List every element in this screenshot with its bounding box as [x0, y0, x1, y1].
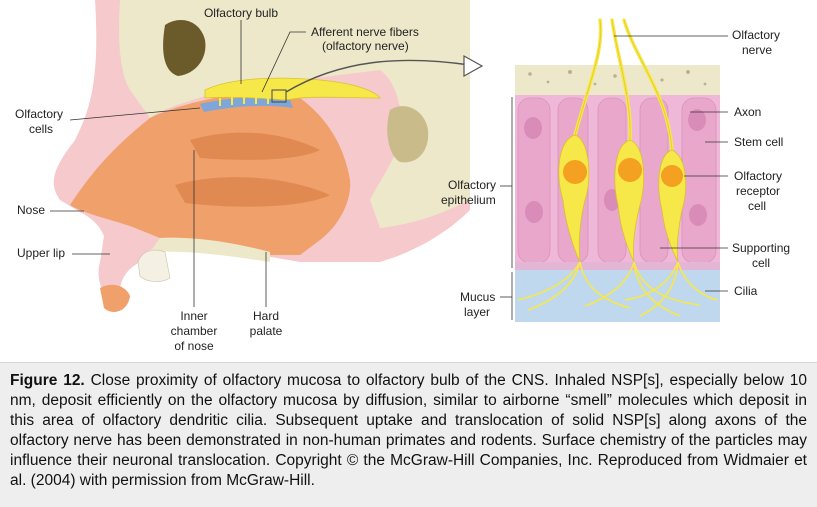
- lower-lip: [100, 284, 130, 312]
- figure-caption: Figure 12. Close proximity of olfactory …: [10, 371, 807, 491]
- label-supporting-1: Supporting: [732, 241, 790, 255]
- label-afferent-1: Afferent nerve fibers: [311, 25, 419, 39]
- label-mucus-1: Mucus: [460, 290, 495, 304]
- caption-box: Figure 12. Close proximity of olfactory …: [0, 362, 817, 507]
- caption-text: Close proximity of olfactory mucosa to o…: [10, 372, 808, 489]
- epithelium-detail: [511, 18, 720, 322]
- label-inner-2: chamber: [171, 324, 218, 338]
- label-hard-2: palate: [250, 324, 283, 338]
- label-inner-3: of nose: [174, 339, 214, 353]
- magnify-arrow: [285, 59, 471, 93]
- label-supporting-2: cell: [752, 256, 770, 270]
- label-nerve-2: nerve: [742, 43, 772, 57]
- hard-palate: [150, 237, 270, 262]
- olfactory-nerve-fibers: [219, 96, 269, 106]
- caption-label: Figure 12.: [10, 372, 85, 389]
- olfactory-mucosa: [200, 97, 293, 112]
- magnify-arrow-head: [463, 54, 484, 78]
- olfactory-anatomy-figure: Olfactory bulb Afferent nerve fibers (ol…: [15, 0, 790, 353]
- magnify-box: [271, 89, 287, 103]
- label-epithelium-2: epithelium: [441, 193, 496, 207]
- cilia: [517, 261, 719, 317]
- label-receptor-2: receptor: [736, 184, 780, 198]
- label-upper-lip: Upper lip: [17, 246, 65, 260]
- head-section: [53, 0, 471, 312]
- label-receptor-1: Olfactory: [734, 169, 782, 183]
- label-olfactory-cells-1: Olfactory: [15, 107, 63, 121]
- label-mucus-2: layer: [464, 305, 490, 319]
- label-epithelium-1: Olfactory: [448, 178, 496, 192]
- turbinate-2: [175, 177, 330, 207]
- label-stem-cell: Stem cell: [734, 135, 783, 149]
- sphenoid-sinus: [387, 106, 429, 163]
- skull-bone: [119, 0, 471, 228]
- label-receptor-3: cell: [748, 199, 766, 213]
- basal-band: [515, 262, 720, 270]
- teeth: [137, 249, 171, 282]
- label-hard-1: Hard: [253, 309, 279, 323]
- label-axon: Axon: [734, 105, 761, 119]
- frontal-sinus: [163, 20, 206, 76]
- label-afferent-2: (olfactory nerve): [322, 39, 409, 53]
- label-olfactory-cells-2: cells: [29, 122, 53, 136]
- bone-layer: [515, 65, 720, 95]
- label-nerve-1: Olfactory: [732, 28, 780, 42]
- label-nose: Nose: [17, 203, 45, 217]
- label-olfactory-bulb: Olfactory bulb: [204, 6, 278, 20]
- nasal-cavity: [70, 92, 351, 255]
- mucus-layer: [515, 270, 720, 322]
- label-inner-1: Inner: [180, 309, 207, 323]
- receptor-cells: [558, 134, 687, 263]
- turbinate-1: [190, 132, 320, 160]
- label-cilia: Cilia: [734, 284, 758, 298]
